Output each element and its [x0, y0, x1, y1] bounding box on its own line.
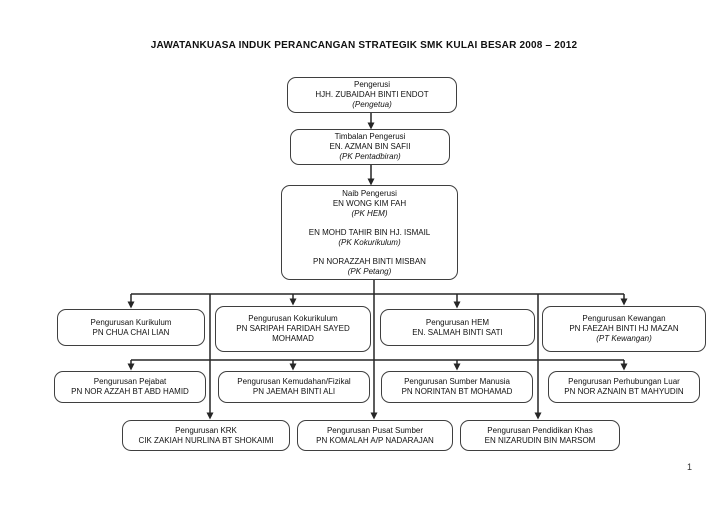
node-pengurusan-pendidikan-khas: Pengurusan Pendidikan Khas EN NIZARUDIN … — [460, 420, 620, 451]
node-person: HJH. ZUBAIDAH BINTI ENDOT — [315, 90, 429, 99]
node-title: Pengurusan Kokurikulum — [248, 314, 338, 323]
node-pengerusi: Pengerusi HJH. ZUBAIDAH BINTI ENDOT (Pen… — [287, 77, 457, 113]
node-title: Pengurusan Perhubungan Luar — [568, 377, 680, 386]
node-pengurusan-pusat-sumber: Pengurusan Pusat Sumber PN KOMALAH A/P N… — [297, 420, 453, 451]
node-person: EN WONG KIM FAH — [332, 198, 407, 208]
node-person: PN NORINTAN BT MOHAMAD — [401, 387, 513, 396]
node-title: Pengurusan Kewangan — [582, 314, 666, 323]
node-role: (PK Petang) — [347, 266, 392, 276]
node-person: CIK ZAKIAH NURLINA BT SHOKAIMI — [138, 435, 274, 445]
node-timbalan-pengerusi: Timbalan Pengerusi EN. AZMAN BIN SAFII (… — [290, 129, 450, 165]
node-person: PN NORAZZAH BINTI MISBAN — [313, 256, 426, 266]
node-person: PN NOR AZZAH BT ABD HAMID — [71, 387, 189, 396]
node-title: Timbalan Pengerusi — [334, 132, 406, 141]
node-title: Pengurusan KRK — [175, 425, 237, 435]
node-pengurusan-pejabat: Pengurusan Pejabat PN NOR AZZAH BT ABD H… — [54, 371, 206, 403]
node-naib-pengerusi: Naib Pengerusi EN WONG KIM FAH (PK HEM) … — [281, 185, 458, 280]
node-title: Pengurusan Pejabat — [93, 377, 167, 386]
node-pengurusan-hem: Pengurusan HEM EN. SALMAH BINTI SATI — [380, 309, 535, 346]
node-person: PN KOMALAH A/P NADARAJAN — [316, 435, 434, 445]
page-number: 1 — [686, 462, 692, 472]
node-person: PN JAEMAH BINTI ALI — [252, 387, 336, 396]
node-pengurusan-krk: Pengurusan KRK CIK ZAKIAH NURLINA BT SHO… — [122, 420, 290, 451]
node-person: PN NOR AZNAIN BT MAHYUDIN — [564, 387, 684, 396]
node-pengurusan-kewangan: Pengurusan Kewangan PN FAEZAH BINTI HJ M… — [542, 306, 706, 352]
node-title: Naib Pengerusi — [342, 188, 397, 198]
node-role: (PK Pentadbiran) — [339, 152, 401, 161]
node-person: PN CHUA CHAI LIAN — [92, 327, 170, 337]
node-role: (Pengetua) — [352, 100, 392, 109]
node-pengurusan-kemudahan-fizikal: Pengurusan Kemudahan/Fizikal PN JAEMAH B… — [218, 371, 370, 403]
node-person: PN SARIPAH FARIDAH SAYED MOHAMAD — [236, 324, 350, 343]
node-title: Pengurusan Kemudahan/Fizikal — [237, 377, 351, 386]
node-pengurusan-perhubungan-luar: Pengurusan Perhubungan Luar PN NOR AZNAI… — [548, 371, 700, 403]
node-role: (PK HEM) — [351, 208, 388, 218]
node-role: (PK Kokurikulum) — [338, 237, 401, 247]
node-person: EN NIZARUDIN BIN MARSOM — [484, 435, 596, 445]
node-pengurusan-kurikulum: Pengurusan Kurikulum PN CHUA CHAI LIAN — [57, 309, 205, 346]
node-pengurusan-sumber-manusia: Pengurusan Sumber Manusia PN NORINTAN BT… — [381, 371, 533, 403]
node-title: Pengurusan HEM — [425, 317, 490, 327]
node-title: Pengurusan Sumber Manusia — [404, 377, 510, 386]
node-title: Pengerusi — [353, 80, 391, 89]
node-person: EN MOHD TAHIR BIN HJ. ISMAIL — [308, 227, 431, 237]
node-title: Pengurusan Pusat Sumber — [326, 425, 424, 435]
node-pengurusan-kokurikulum: Pengurusan Kokurikulum PN SARIPAH FARIDA… — [215, 306, 371, 352]
node-title: Pengurusan Pendidikan Khas — [487, 425, 593, 435]
node-person: EN. SALMAH BINTI SATI — [412, 327, 503, 337]
node-person: EN. AZMAN BIN SAFII — [329, 142, 411, 151]
page-title: JAWATANKUASA INDUK PERANCANGAN STRATEGIK… — [150, 40, 578, 51]
node-title: Pengurusan Kurikulum — [90, 317, 172, 327]
node-person: PN FAEZAH BINTI HJ MAZAN — [569, 324, 679, 333]
node-role: (PT Kewangan) — [596, 334, 652, 343]
